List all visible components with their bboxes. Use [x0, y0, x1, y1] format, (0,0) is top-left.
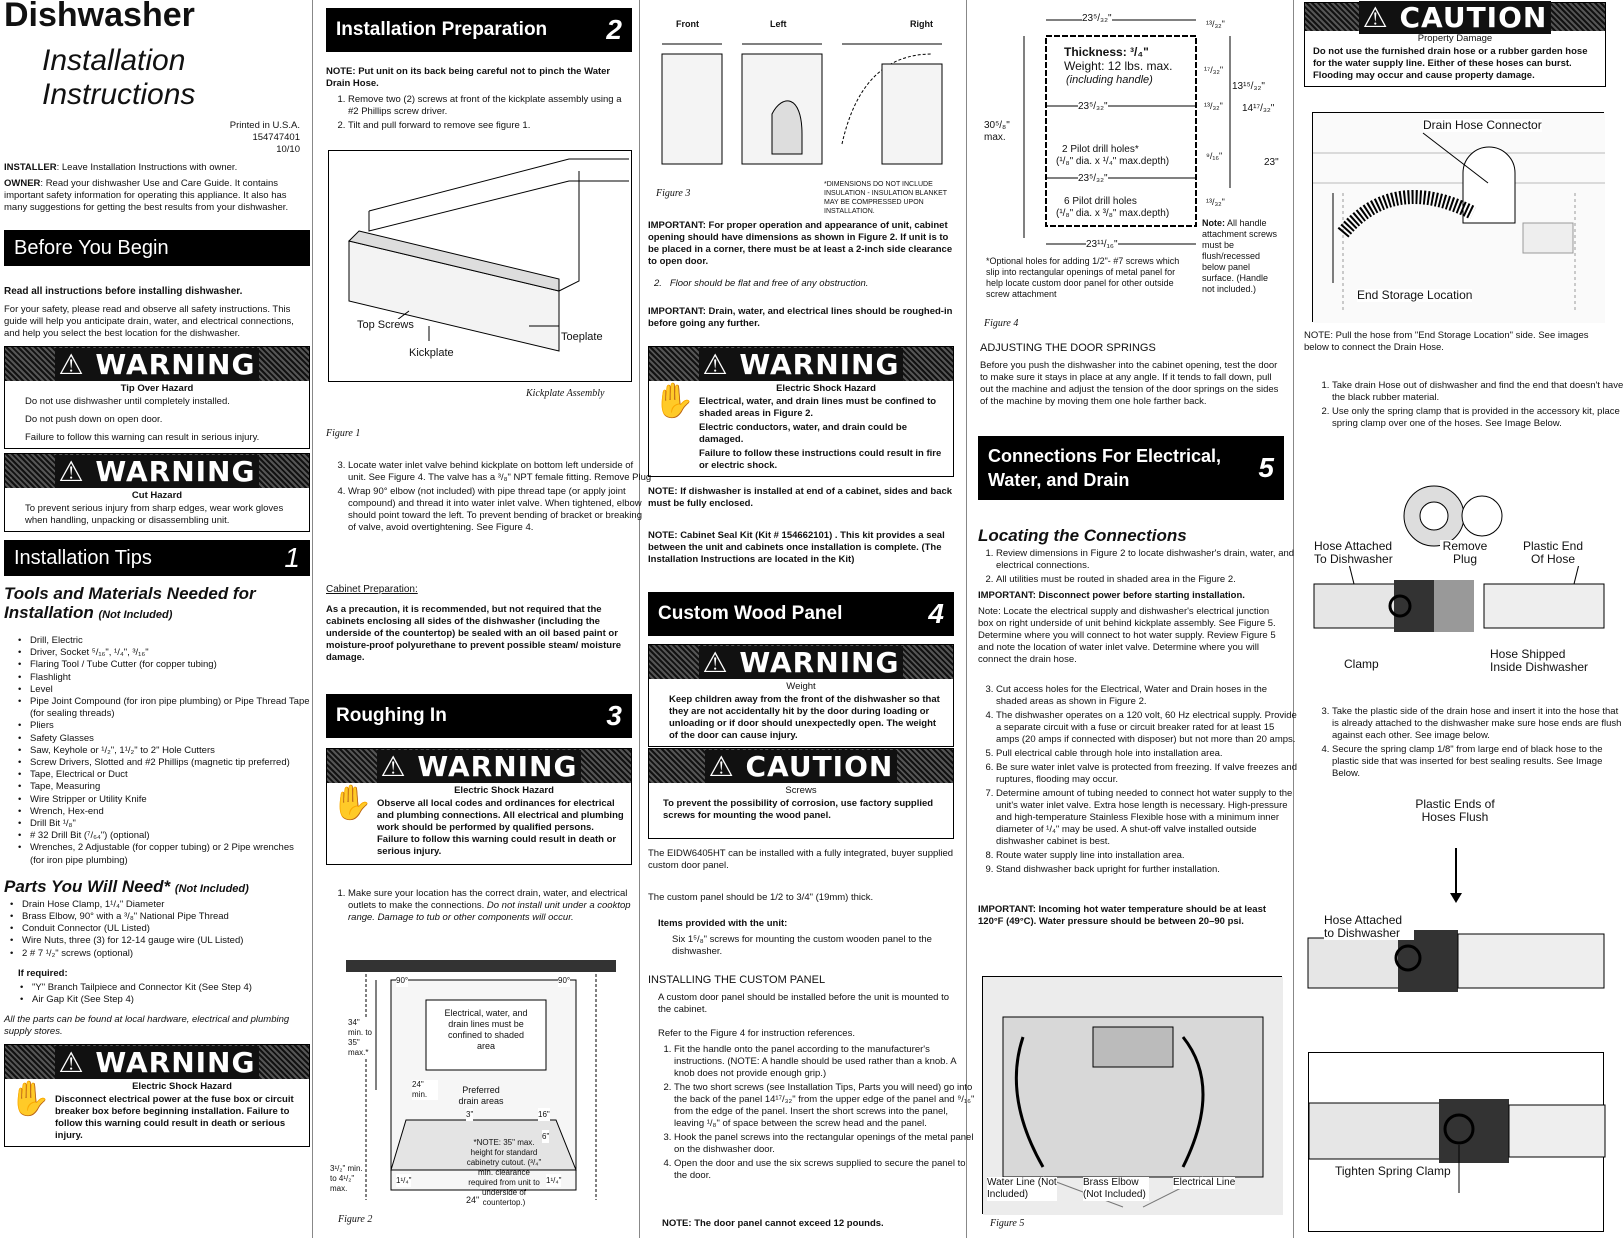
caution-banner: ⚠ CAUTION — [649, 749, 953, 783]
column-divider — [1293, 0, 1294, 1238]
locating-steps: Review dimensions in Figure 2 to locate … — [978, 548, 1298, 588]
subtitle-installation: Installation — [42, 44, 186, 77]
tools-heading: Tools and Materials Needed for Installat… — [4, 584, 256, 622]
fig1-caption: Kickplate Assembly — [526, 388, 605, 399]
cabinet-prep-heading: Cabinet Preparation: — [326, 584, 418, 595]
prep-steps-2: Locate water inlet valve behind kickplat… — [326, 460, 652, 536]
before-you-begin-heading: Before You Begin — [4, 230, 310, 266]
warning-banner: ⚠ WARNING — [327, 749, 631, 783]
warning-banner: ⚠ WARNING — [5, 454, 309, 488]
note-enclosed: NOTE: If dishwasher is installed at end … — [648, 486, 953, 509]
required-list: "Y" Branch Tailpiece and Connector Kit (… — [4, 982, 310, 1007]
column-divider — [639, 0, 640, 1238]
figure-1-kickplate: Top Screws Kickplate Toeplate — [328, 150, 632, 382]
fig4-label: Figure 4 — [984, 318, 1019, 329]
important-opening: IMPORTANT: For proper operation and appe… — [648, 220, 953, 267]
warning-weight: ⚠ WARNING Weight Keep children away from… — [648, 644, 954, 747]
figure-drain-hose-storage: Drain Hose Connector End Storage Locatio… — [1312, 112, 1605, 323]
warning-electric-shock-3: ⚠ WARNING ✋ Electric Shock Hazard Electr… — [648, 346, 954, 477]
installing-heading: INSTALLING THE CUSTOM PANEL — [648, 974, 826, 986]
parts-heading: Parts You Will Need* (Not Included) — [4, 876, 249, 896]
caution-banner: ⚠ CAUTION — [1305, 0, 1605, 34]
hand-shock-icon: ✋ — [330, 784, 374, 822]
prep-note: NOTE: Put unit on its back being careful… — [326, 66, 611, 89]
connection-steps: Cut access holes for the Electrical, Wat… — [978, 684, 1298, 878]
warning-banner: ⚠ WARNING — [5, 1045, 309, 1080]
column-divider — [966, 0, 967, 1238]
panel-steps: Fit the handle onto the panel according … — [652, 1044, 976, 1184]
parts-list: Drain Hose Clamp, 1¹/₄" DiameterBrass El… — [4, 899, 310, 960]
springs-heading: ADJUSTING THE DOOR SPRINGS — [980, 342, 1156, 354]
warning-banner: ⚠ WARNING — [649, 645, 953, 679]
installing-text: A custom door panel should be installed … — [658, 992, 949, 1015]
fig5-label: Figure 5 — [990, 1218, 1025, 1229]
hose-steps-1: Take drain Hose out of dishwasher and fi… — [1312, 380, 1624, 432]
figure-hose-connection: Hose Attached To Dishwasher Remove Plug … — [1313, 484, 1605, 692]
column-1: Dishwasher Installation Instructions Pri… — [4, 0, 310, 1238]
if-required: If required: — [18, 967, 68, 979]
owner-note: OWNER: Read your dishwasher Use and Care… — [4, 178, 289, 213]
figure-5-connections: Water Line (Not Included) Brass Elbow (N… — [982, 976, 1283, 1215]
page-title: Dishwasher — [4, 0, 195, 34]
figure-4-panel-dims: 23⁵/₃₂" ¹³/₃₂" Thickness: ³/₄" Weight: 1… — [974, 8, 1284, 308]
warning-electric-shock: ⚠ WARNING ✋ Electric Shock Hazard Discon… — [4, 1044, 310, 1148]
cabinet-prep-text: As a precaution, it is recommended, but … — [326, 604, 622, 663]
subtitle-instructions: Instructions — [42, 78, 196, 111]
figure-tighten-clamp: Tighten Spring Clamp — [1308, 1052, 1606, 1232]
items-text: Six 1⁵/₈" screws for mounting the custom… — [672, 934, 932, 957]
warning-cut: ⚠ WARNING Cut Hazard To prevent serious … — [4, 453, 310, 532]
fig2-label: Figure 2 — [338, 1214, 373, 1225]
refer-text: Refer to the Figure 4 for instruction re… — [658, 1028, 855, 1039]
tools-list: Drill, ElectricDriver, Socket ⁵/₁₆", ¹/₄… — [4, 635, 310, 867]
important-rough: IMPORTANT: Drain, water, and electrical … — [648, 306, 953, 329]
parts-note: All the parts can be found at local hard… — [4, 1014, 290, 1038]
figure-2-cabinet: Electrical, water, and drain lines must … — [330, 960, 616, 1207]
figure-3-dimensions: Front Left Right — [652, 14, 952, 204]
print-info: Printed in U.S.A. 154747401 10/10 — [229, 120, 300, 155]
important-temperature: IMPORTANT: Incoming hot water temperatur… — [978, 904, 1267, 927]
roughing-steps: Make sure your location has the correct … — [326, 888, 652, 926]
warning-banner: ⚠ WARNING — [5, 347, 309, 381]
fig3-label: Figure 3 — [656, 188, 691, 199]
connections-heading: Connections For Electrical, Water, and D… — [978, 436, 1284, 500]
locating-heading: Locating the Connections — [978, 526, 1187, 545]
column-3: Front Left Right Figure 3 *DIMENSIONS DO… — [648, 0, 974, 1238]
figure-hoses-flush: Plastic Ends of Hoses Flush Hose Attache… — [1307, 798, 1605, 1018]
items-heading: Items provided with the unit: — [658, 918, 788, 929]
locating-note: Note: Locate the electrical supply and d… — [978, 606, 1276, 665]
safety-text: For your safety, please read and observe… — [4, 304, 294, 339]
column-divider — [312, 0, 313, 1238]
floor-step: 2. Floor should be flat and free of any … — [654, 278, 869, 289]
caution-screws: ⚠ CAUTION Screws To prevent the possibil… — [648, 748, 954, 839]
panel-weight-note: NOTE: The door panel cannot exceed 12 po… — [662, 1218, 884, 1229]
hose-note: NOTE: Pull the hose from "End Storage Lo… — [1304, 330, 1589, 353]
warning-banner: ⚠ WARNING — [649, 347, 953, 381]
installer-note: INSTALLER: Leave Installation Instructio… — [4, 162, 238, 173]
column-4: 23⁵/₃₂" ¹³/₃₂" Thickness: ³/₄" Weight: 1… — [974, 0, 1297, 1238]
warning-tip-over: ⚠ WARNING Tip Over Hazard Do not use dis… — [4, 346, 310, 449]
read-all-text: Read all instructions before installing … — [4, 286, 243, 297]
panel-intro: The EIDW6405HT can be installed with a f… — [648, 848, 954, 871]
caution-property-damage: ⚠ CAUTION Property Damage Do not use the… — [1304, 0, 1606, 87]
fig3-note: *DIMENSIONS DO NOT INCLUDE INSULATION - … — [824, 181, 947, 215]
note-seal-kit: NOTE: Cabinet Seal Kit (Kit # 154662101)… — [648, 530, 945, 565]
fig1-label: Figure 1 — [326, 428, 361, 439]
hand-shock-icon: ✋ — [652, 382, 696, 420]
important-power: IMPORTANT: Disconnect power before start… — [978, 590, 1245, 601]
prep-steps: Remove two (2) screws at front of the ki… — [326, 94, 632, 132]
springs-text: Before you push the dishwasher into the … — [980, 360, 1279, 407]
warning-electric-shock-2: ⚠ WARNING ✋ Electric Shock Hazard Observ… — [326, 748, 632, 865]
hand-shock-icon: ✋ — [8, 1080, 52, 1119]
panel-thickness: The custom panel should be 1/2 to 3/4" (… — [648, 892, 874, 903]
column-5: ⚠ CAUTION Property Damage Do not use the… — [1304, 0, 1623, 1238]
hose-steps-2: Take the plastic side of the drain hose … — [1312, 706, 1624, 782]
